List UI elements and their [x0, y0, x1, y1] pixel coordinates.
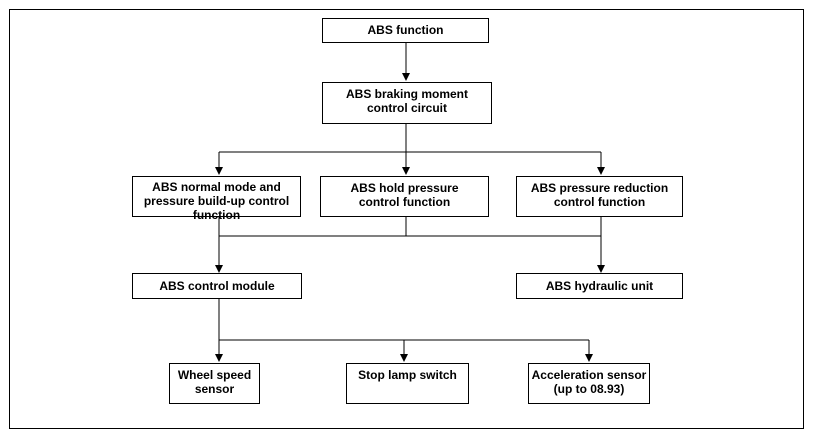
node-label: control function — [553, 195, 646, 209]
node-label: pressure build-up control — [143, 194, 290, 208]
node-hold-pressure-function: ABS hold pressure control function — [320, 176, 489, 217]
node-label: ABS control module — [159, 279, 275, 293]
node-label: Acceleration sensor — [531, 368, 647, 382]
node-label: (up to 08.93) — [553, 382, 625, 396]
node-acceleration-sensor: Acceleration sensor (up to 08.93) — [528, 363, 650, 404]
node-label: Wheel speed — [177, 368, 252, 382]
node-label: ABS normal mode and — [152, 180, 281, 194]
node-label: function — [192, 208, 241, 222]
node-label: sensor — [194, 382, 235, 396]
diagram-frame — [9, 9, 804, 429]
node-abs-hydraulic-unit: ABS hydraulic unit — [516, 273, 683, 299]
node-braking-moment-circuit: ABS braking moment control circuit — [322, 82, 492, 124]
node-pressure-reduction-function: ABS pressure reduction control function — [516, 176, 683, 217]
node-stop-lamp-switch: Stop lamp switch — [346, 363, 469, 404]
node-label: ABS braking moment — [345, 87, 468, 101]
node-label: control function — [358, 195, 451, 209]
node-abs-control-module: ABS control module — [132, 273, 302, 299]
node-abs-function: ABS function — [322, 18, 489, 43]
node-label: ABS hold pressure — [350, 181, 459, 195]
node-label: Stop lamp switch — [358, 368, 457, 382]
node-label: ABS hydraulic unit — [545, 279, 654, 293]
node-label: ABS pressure reduction — [530, 181, 669, 195]
node-label: control circuit — [366, 101, 447, 115]
node-wheel-speed-sensor: Wheel speed sensor — [169, 363, 260, 404]
node-normal-mode-function: ABS normal mode and pressure build-up co… — [132, 176, 301, 222]
node-label: ABS function — [367, 23, 444, 37]
